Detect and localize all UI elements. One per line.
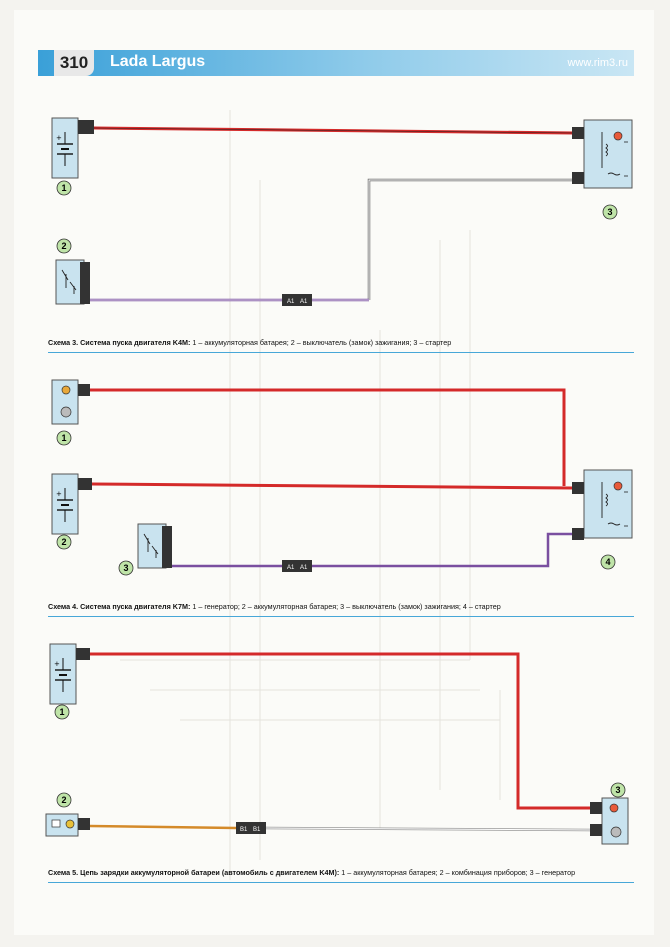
connector-label: A1 <box>300 565 308 571</box>
generator <box>51 379 90 425</box>
scheme-5-caption: Схема 5. Цепь зарядки аккумуляторной бат… <box>48 868 576 877</box>
page-header-bar <box>38 50 634 76</box>
divider <box>48 616 634 617</box>
badge-number: 2 <box>61 241 66 251</box>
connector-label: A1 <box>287 565 295 571</box>
connector-label: B1 <box>253 827 261 833</box>
ignition-switch <box>55 259 90 305</box>
scheme-4-caption: Схема 4. Система пуска двигателя K7M: 1 … <box>48 602 501 611</box>
scheme-3-caption: Схема 3. Система пуска двигателя K4M: 1 … <box>48 338 452 347</box>
connector-label: B1 <box>240 827 248 833</box>
connector-label: A1 <box>300 299 308 305</box>
badge-number: 1 <box>61 183 66 193</box>
scheme-4-diagram: 1 2 3 4 A1 A1 <box>51 379 633 576</box>
site-url: www.rim3.ru <box>567 57 628 69</box>
scheme-3-diagram: 1 2 3 A1 A1 <box>51 117 633 306</box>
scheme-5-diagram: 1 2 3 B1 B1 <box>45 643 629 845</box>
brand-title: Lada Largus <box>110 53 206 70</box>
badge-number: 3 <box>615 785 620 795</box>
badge-number: 4 <box>605 557 610 567</box>
badge-number: 1 <box>61 433 66 443</box>
badge-number: 1 <box>59 707 64 717</box>
connector-label: A1 <box>287 299 295 305</box>
divider <box>48 352 634 353</box>
page-number: 310 <box>54 50 94 76</box>
divider <box>48 882 634 883</box>
ignition-switch <box>137 523 172 569</box>
badge-number: 3 <box>607 207 612 217</box>
badge-number: 2 <box>61 795 66 805</box>
generator <box>590 797 629 845</box>
badge-number: 3 <box>123 563 128 573</box>
connector <box>78 120 94 134</box>
badge-number: 2 <box>61 537 66 547</box>
instrument-cluster <box>45 813 90 837</box>
page-sheet <box>14 10 654 935</box>
